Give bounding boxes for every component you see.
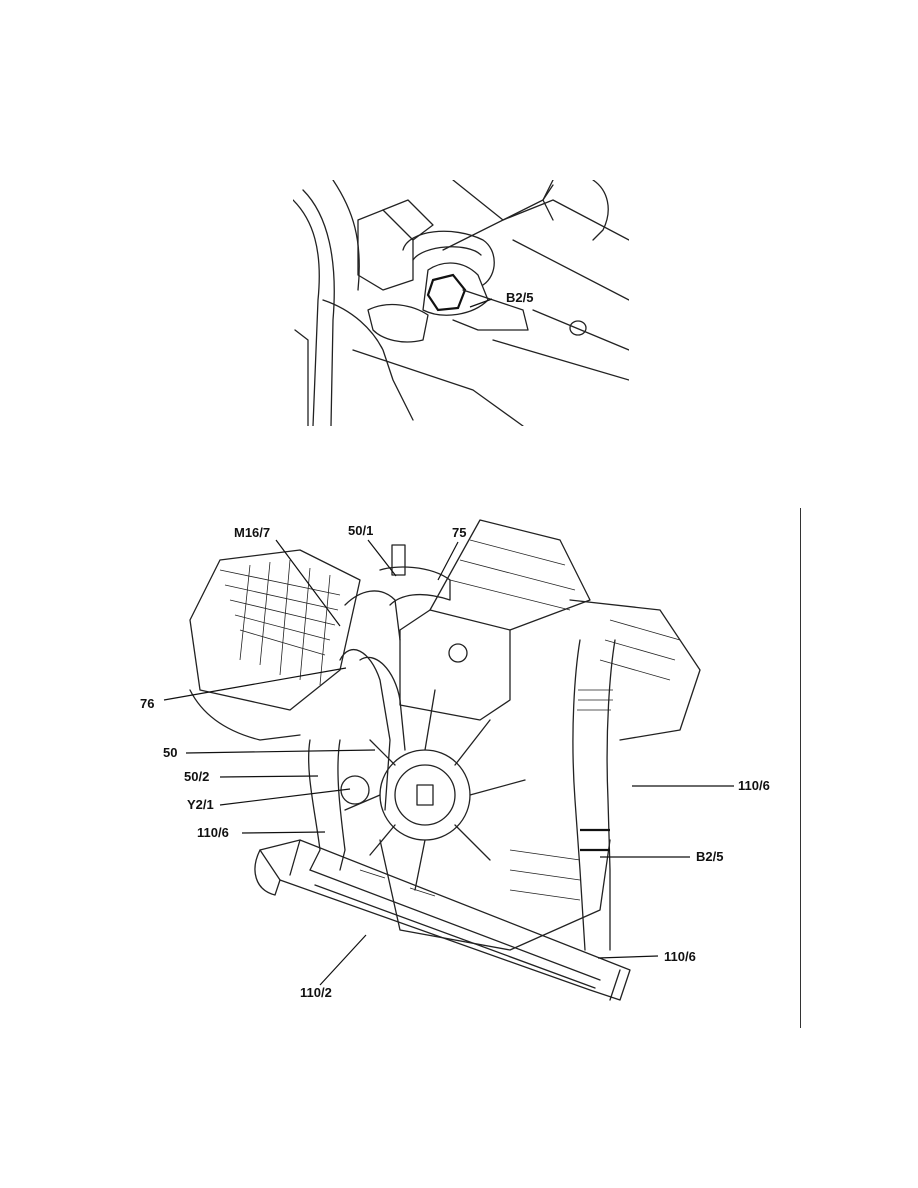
label-76: 76 bbox=[140, 696, 155, 711]
label-110-6-left: 110/6 bbox=[197, 825, 229, 840]
label-b2-5: B2/5 bbox=[696, 849, 724, 864]
label-50-2: 50/2 bbox=[184, 769, 210, 784]
label-110-2: 110/2 bbox=[300, 985, 332, 1000]
page-margin-rule bbox=[800, 508, 801, 1028]
label-50-1: 50/1 bbox=[348, 523, 374, 538]
label-y2-1: Y2/1 bbox=[187, 797, 214, 812]
engine-illustration bbox=[180, 510, 780, 1030]
sensor-detail-illustration bbox=[292, 179, 630, 427]
label-m16-7: M16/7 bbox=[234, 525, 271, 540]
label-110-6-bottom: 110/6 bbox=[664, 949, 696, 964]
label-50: 50 bbox=[163, 745, 178, 760]
label-b2-5-top: B2/5 bbox=[506, 290, 534, 305]
label-75: 75 bbox=[452, 525, 467, 540]
label-110-6-right: 110/6 bbox=[738, 778, 770, 793]
